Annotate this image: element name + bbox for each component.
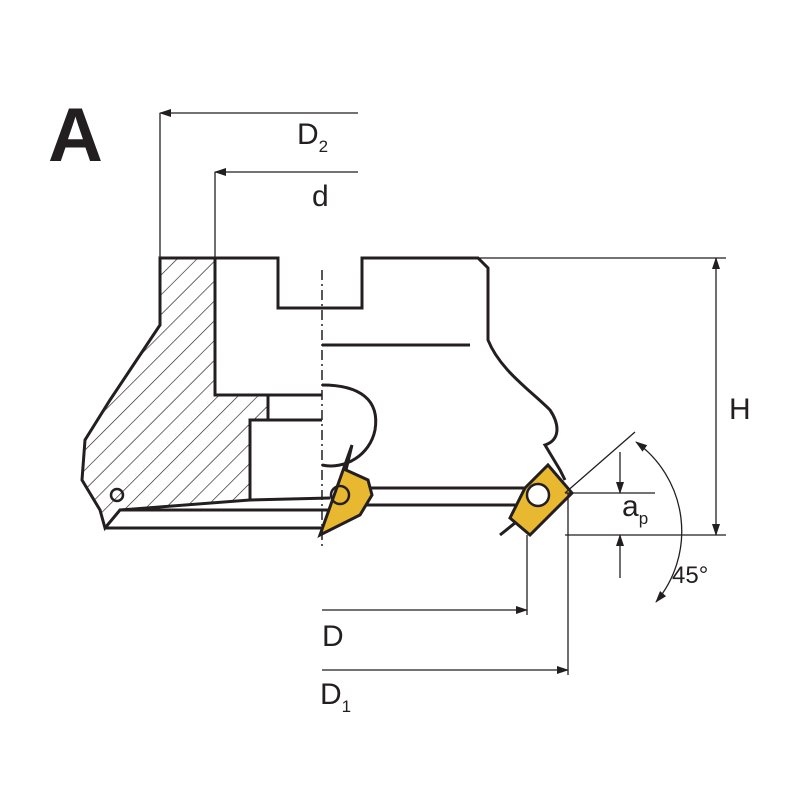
ap-main: a	[622, 490, 639, 523]
d2-main: D	[297, 118, 319, 151]
coolant-hole	[109, 487, 125, 503]
bore-step	[250, 393, 322, 422]
angle-label: 45°	[672, 562, 709, 589]
d-label: d	[312, 180, 329, 213]
chip-flute	[321, 383, 378, 468]
insert-left-screw	[329, 484, 351, 506]
insert-right-screw	[525, 482, 551, 508]
hatched-section	[80, 256, 270, 532]
d2-sub: 2	[318, 137, 329, 156]
ap-sub: p	[638, 509, 649, 528]
ap-label: ap	[622, 490, 648, 529]
h-label: H	[729, 393, 751, 426]
figure-label: A	[48, 93, 103, 178]
d2-label: D2	[297, 118, 328, 157]
d1-sub: 1	[341, 697, 352, 716]
d1-label: D1	[320, 678, 351, 717]
cutter-body-outline	[215, 256, 567, 481]
angle-arc	[635, 441, 683, 603]
dd-label: D	[322, 620, 344, 653]
d1-main: D	[320, 678, 342, 711]
bottom-face	[105, 486, 530, 537]
